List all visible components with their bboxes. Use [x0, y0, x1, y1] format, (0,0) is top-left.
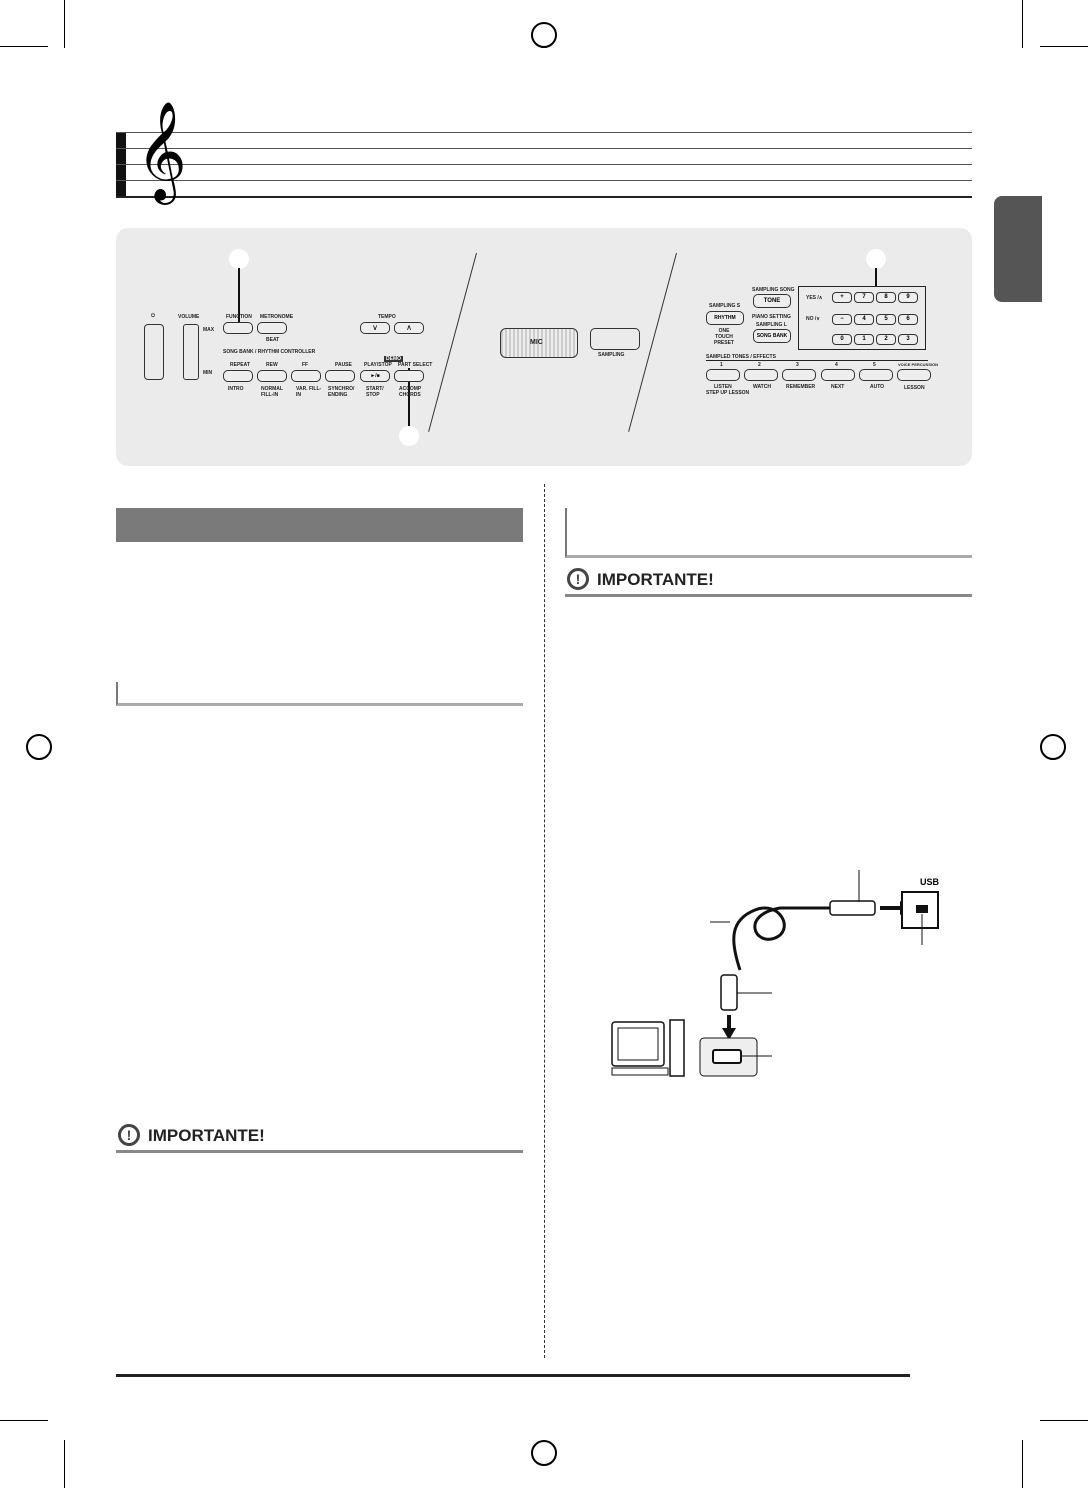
lesson-button-3[interactable]	[782, 369, 816, 381]
crop-mark	[0, 46, 48, 47]
key-6[interactable]: 6	[898, 314, 918, 325]
treble-clef-icon: 𝄞	[136, 101, 187, 201]
key-7[interactable]: 7	[854, 292, 874, 303]
crop-mark	[64, 1440, 65, 1488]
pause-button[interactable]	[325, 370, 355, 382]
section-header-bar	[116, 508, 523, 542]
registration-mark-icon	[531, 22, 557, 48]
lesson-button-4[interactable]	[821, 369, 855, 381]
section-header-right	[565, 508, 972, 558]
key-0[interactable]: 0	[832, 334, 852, 345]
volume-slider[interactable]	[183, 324, 199, 380]
crop-mark	[1040, 46, 1088, 47]
lesson-button-1[interactable]	[706, 369, 740, 381]
lesson-button-5[interactable]	[859, 369, 893, 381]
part-select-button[interactable]	[394, 370, 424, 382]
power-button[interactable]	[144, 324, 164, 380]
crop-mark	[0, 1420, 48, 1421]
usb-b-plug	[829, 900, 876, 916]
registration-mark-icon	[1040, 734, 1066, 760]
rew-button[interactable]	[257, 370, 287, 382]
usb-a-plug	[720, 974, 738, 1011]
important-note-left: ! IMPORTANTE!	[116, 1124, 523, 1153]
tempo-up-button[interactable]: ∧	[394, 322, 424, 334]
song-bank-button[interactable]: SONG BANK	[753, 329, 791, 343]
staff-bar	[116, 132, 126, 198]
mic-grille	[500, 328, 578, 358]
warning-icon: !	[567, 568, 589, 590]
column-divider	[544, 484, 545, 1358]
key-plus[interactable]: +	[832, 292, 852, 303]
subsection-header	[116, 682, 523, 706]
important-note-right: ! IMPORTANTE!	[565, 568, 972, 597]
key-2[interactable]: 2	[876, 334, 896, 345]
footer-rule	[116, 1374, 910, 1377]
callout-circle	[229, 249, 249, 269]
crop-mark	[64, 0, 65, 48]
registration-mark-icon	[531, 1440, 557, 1466]
lesson-button-2[interactable]	[744, 369, 778, 381]
rhythm-button[interactable]: RHYTHM	[706, 311, 744, 325]
key-5[interactable]: 5	[876, 314, 896, 325]
ff-button[interactable]	[291, 370, 321, 382]
usb-connection-diagram: USB	[611, 870, 940, 1077]
play-stop-button[interactable]: ►/■	[360, 370, 390, 382]
computer-tower-icon	[669, 1019, 685, 1077]
crop-mark	[1022, 1440, 1023, 1488]
crop-mark	[1040, 1420, 1088, 1421]
key-3[interactable]: 3	[898, 334, 918, 345]
key-1[interactable]: 1	[854, 334, 874, 345]
key-minus[interactable]: −	[832, 314, 852, 325]
usb-label: USB	[920, 877, 940, 887]
tone-button[interactable]: TONE	[753, 294, 791, 308]
keypad-group	[798, 286, 926, 350]
callout-circle	[866, 249, 886, 269]
language-tab	[994, 196, 1042, 302]
warning-icon: !	[118, 1124, 140, 1146]
key-9[interactable]: 9	[898, 292, 918, 303]
registration-mark-icon	[26, 734, 52, 760]
tempo-down-button[interactable]: ∨	[360, 322, 390, 334]
key-8[interactable]: 8	[876, 292, 896, 303]
callout-circle	[399, 426, 419, 446]
key-4[interactable]: 4	[854, 314, 874, 325]
keyboard-panel-diagram: ⏻ VOLUME MAX MIN FUNCTION METRONOME BEAT…	[116, 228, 972, 466]
lesson-button-6[interactable]	[897, 369, 931, 381]
sampling-button[interactable]	[590, 328, 640, 350]
metronome-button[interactable]	[257, 322, 287, 334]
crop-mark	[1022, 0, 1023, 48]
function-button[interactable]	[223, 322, 253, 334]
repeat-button[interactable]	[223, 370, 253, 382]
usb-cable	[732, 906, 830, 971]
